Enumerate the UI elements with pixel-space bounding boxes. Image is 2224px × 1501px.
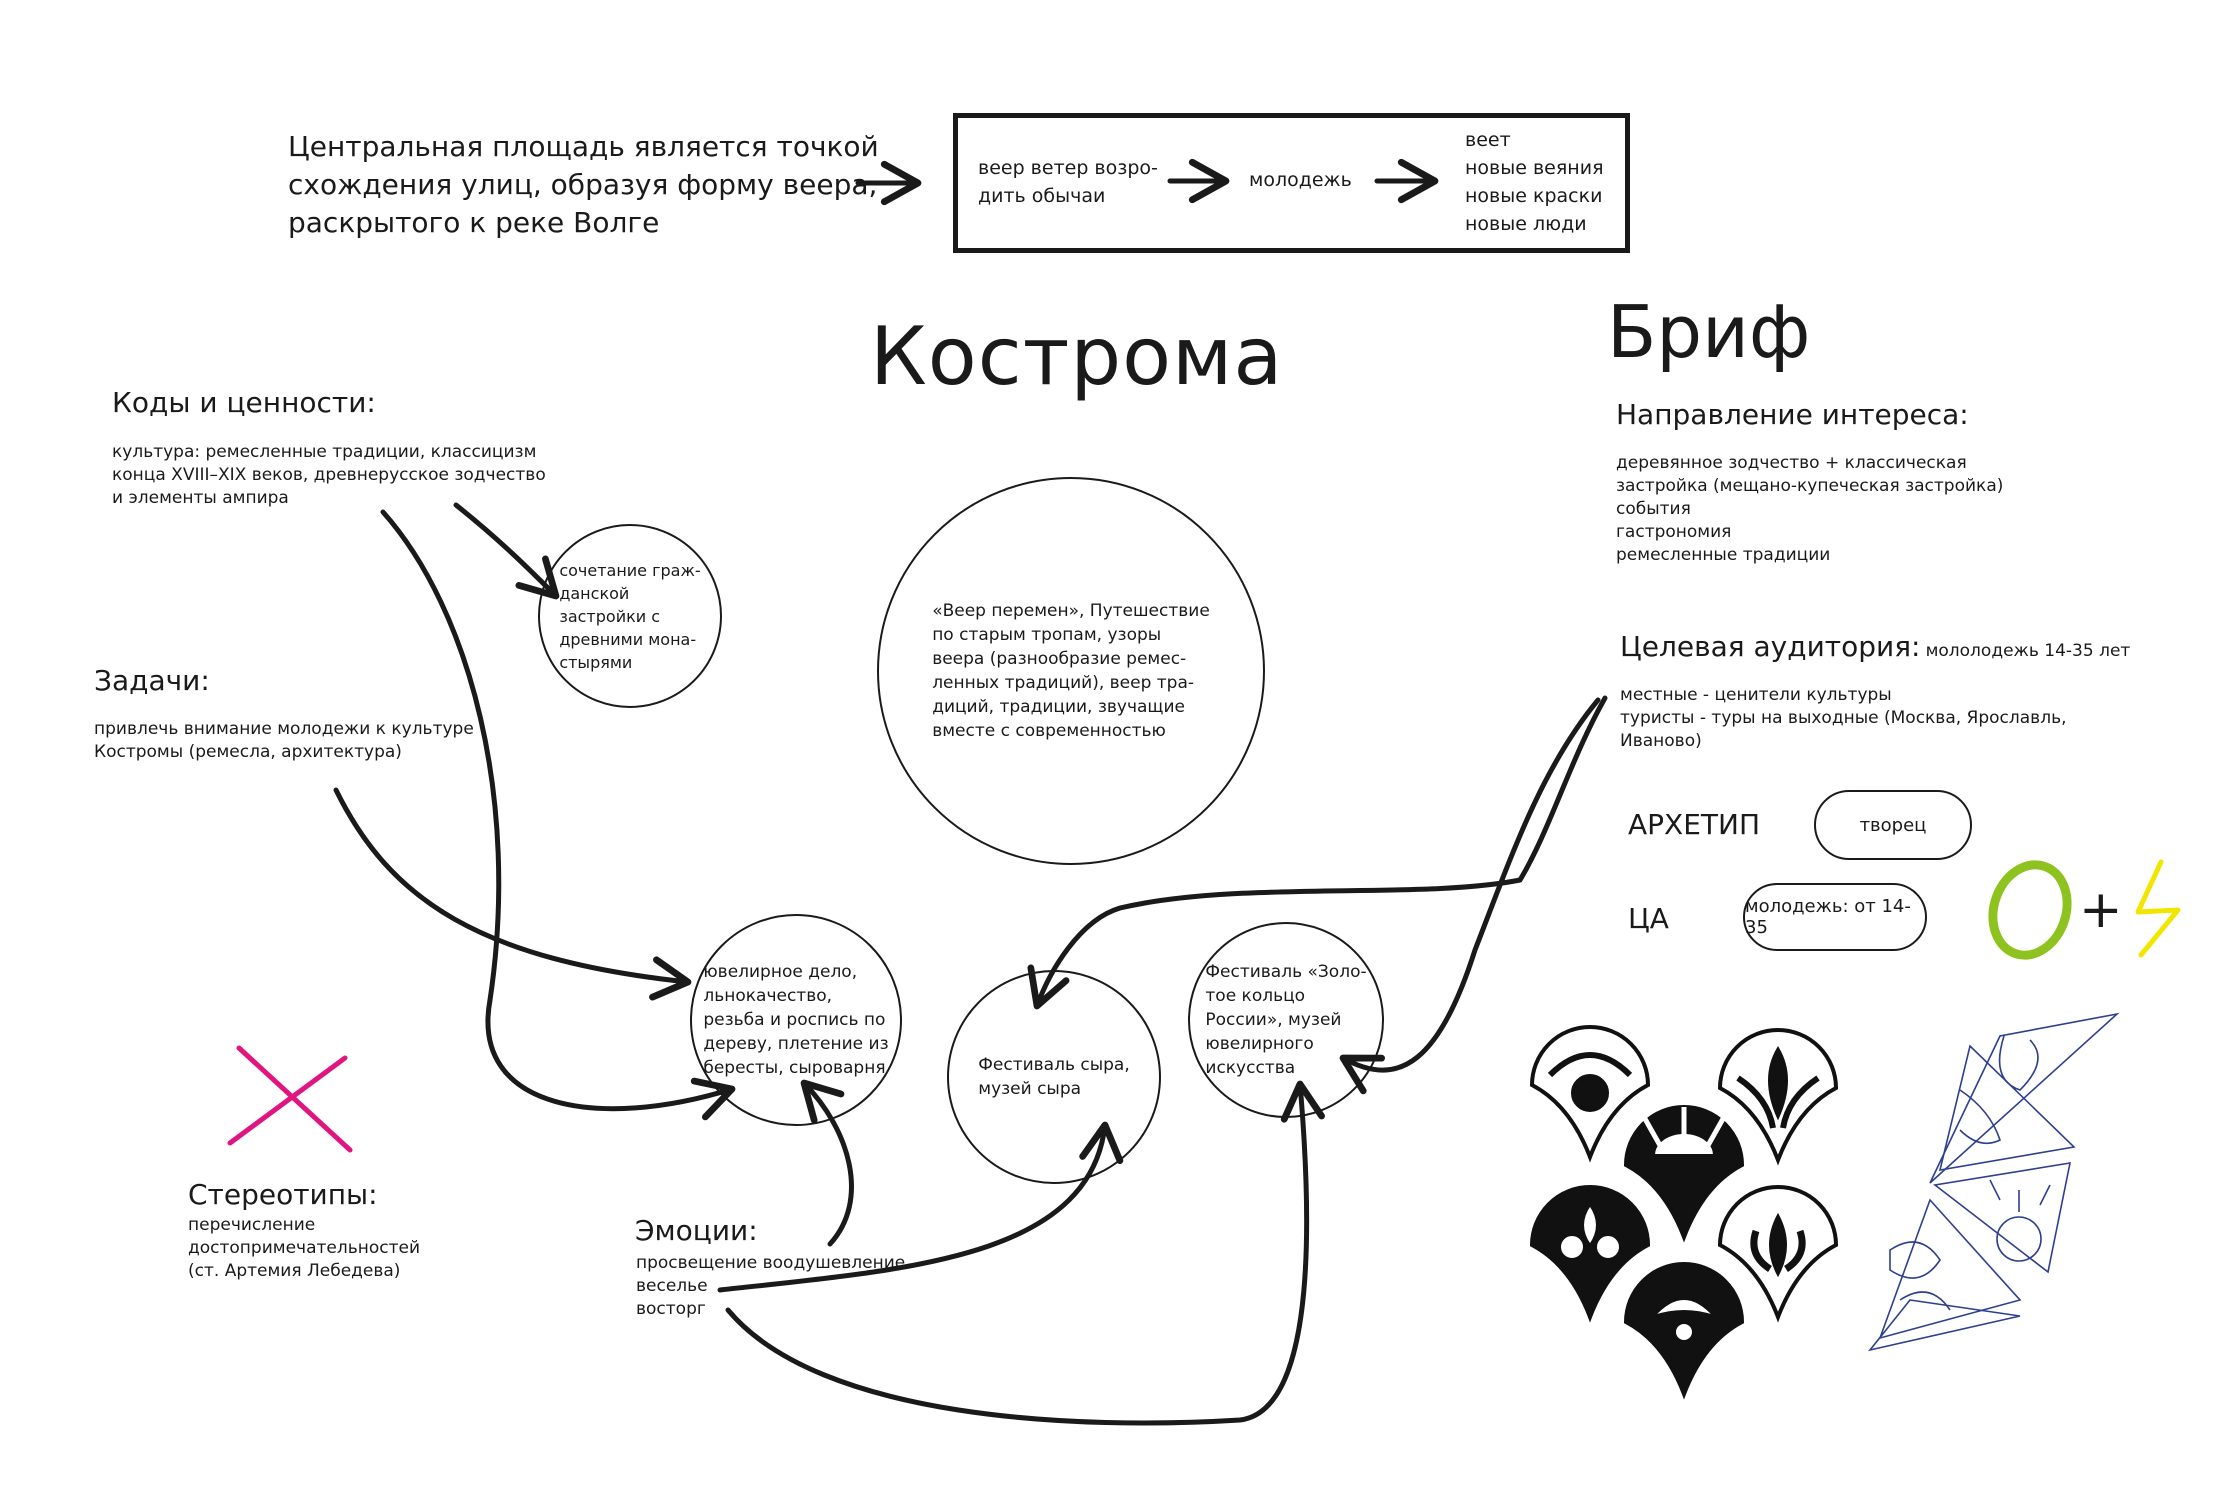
- interest-text: деревянное зодчество + классическая заст…: [1616, 453, 2004, 565]
- circle-crafts: ювелирное дело, льнокачество, резьба и р…: [690, 914, 902, 1126]
- stereotypes-heading: Стереотипы:: [188, 1178, 378, 1211]
- emotions-text: просвещение воодушевление веселье востор…: [636, 1253, 906, 1319]
- concept-chain-box: [953, 113, 1630, 253]
- stereotypes-text: перечисление достопримечательностей (ст.…: [188, 1215, 421, 1281]
- fan-ornament-icon: [1529, 1025, 1839, 1400]
- circle-main-concept: «Веер перемен», Путешествие по старым тр…: [877, 477, 1265, 865]
- chain-step-1: веер ветер возро- дить обычаи: [978, 157, 1158, 207]
- lightning-icon: [2135, 859, 2181, 958]
- emotions-heading: Эмоции:: [635, 1214, 758, 1247]
- chain-step-3: веет новые веяния новые краски новые люд…: [1465, 129, 1604, 235]
- circle-architecture-text: сочетание граж- данской застройки с древ…: [559, 560, 701, 672]
- audience-note: мололодежь 14-35 лет: [1925, 641, 2131, 661]
- chain-step-2: молодежь: [1249, 169, 1352, 191]
- arrow-emotions-to-festival: [725, 1080, 1325, 1426]
- codes-heading: Коды и ценности:: [112, 386, 376, 419]
- intro-text: Центральная площадь является точкой схож…: [288, 130, 879, 239]
- arrow-tasks-to-crafts: [333, 787, 692, 1001]
- archetype-pill: творец: [1814, 790, 1972, 860]
- plus-sign: +: [2079, 880, 2123, 940]
- ca-pill: молодежь: от 14-35: [1743, 883, 1927, 951]
- codes-text: культура: ремесленные традиции, классици…: [112, 442, 546, 508]
- arrow-audience-to-festival: [1339, 697, 1601, 1095]
- circle-architecture: сочетание граж- данской застройки с древ…: [538, 524, 722, 708]
- archetype-label: АРХЕТИП: [1628, 808, 1761, 841]
- circle-cheese: Фестиваль сыра, музей сыра: [947, 970, 1161, 1184]
- brief-title: Бриф: [1607, 290, 1811, 374]
- tasks-heading: Задачи:: [94, 664, 210, 697]
- circle-main-text: «Веер перемен», Путешествие по старым тр…: [932, 601, 1210, 741]
- arrow-codes-to-architecture: [453, 502, 560, 600]
- ca-value: молодежь: от 14-35: [1745, 896, 1911, 938]
- arrow-emotions-to-cheese: [717, 1121, 1124, 1293]
- arrow-emotions-to-crafts: [800, 1079, 854, 1247]
- circle-crafts-text: ювелирное дело, льнокачество, резьба и р…: [703, 962, 889, 1078]
- tasks-text: привлечь внимание молодежи к культуре Ко…: [94, 719, 474, 762]
- audience-heading: Целевая аудитория:: [1620, 630, 1921, 663]
- arrow-audience-to-cheese: [1027, 695, 1608, 1010]
- cross-mark-icon: [227, 1045, 353, 1153]
- circle-festival: Фестиваль «Золо- тое кольцо России», муз…: [1188, 922, 1384, 1118]
- audience-heading-row: Целевая аудитория: мололодежь 14-35 лет: [1620, 630, 2130, 663]
- ca-label: ЦА: [1628, 902, 1669, 935]
- circle-festival-text: Фестиваль «Золо- тое кольцо России», муз…: [1205, 962, 1367, 1078]
- audience-text: местные - ценители культуры туристы - ту…: [1620, 685, 2067, 751]
- interest-heading: Направление интереса:: [1616, 398, 1969, 431]
- page-title: Кострома: [870, 310, 1284, 403]
- sketch-ornament-icon: [1867, 1012, 2120, 1352]
- arrow-codes-to-crafts: [380, 509, 736, 1121]
- green-circle-icon: [1988, 860, 2072, 960]
- circle-cheese-text: Фестиваль сыра, музей сыра: [978, 1055, 1130, 1099]
- archetype-value: творец: [1859, 814, 1927, 836]
